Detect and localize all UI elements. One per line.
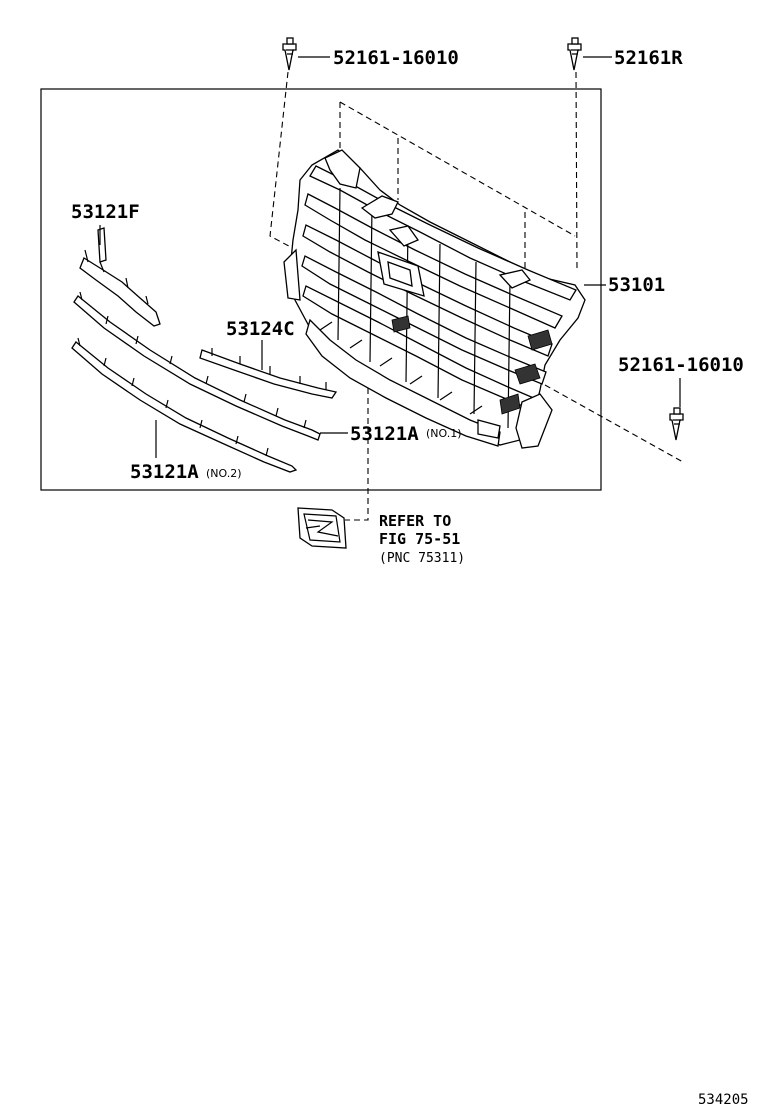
molding-53121a-no1: [73, 291, 321, 441]
label-molding-no1: 53121A: [350, 423, 419, 445]
label-clip-right: 52161-16010: [618, 354, 744, 376]
label-molding-no1-note: (NO.1): [426, 427, 462, 440]
label-molding-no2: 53121A: [130, 461, 199, 483]
molding-53121a-no2: [71, 337, 298, 473]
label-clip-top-left: 52161-16010: [333, 47, 459, 69]
radiator-grille-53101: [283, 149, 586, 449]
molding-53121f: [79, 227, 161, 327]
reference-line-3: (PNC 75311): [379, 551, 465, 566]
label-molding-center: 53124C: [226, 318, 295, 340]
clip-right-icon: [669, 407, 684, 441]
emblem-icon: [297, 507, 347, 549]
assembly-frame: [40, 88, 602, 491]
diagram-number: 534205: [698, 1092, 749, 1108]
clip-top-left-icon: [282, 37, 297, 71]
label-molding-top: 53121F: [71, 201, 140, 223]
label-clip-top-right: 52161R: [614, 47, 683, 69]
reference-line-2: FIG 75-51: [379, 530, 460, 548]
label-grille: 53101: [608, 274, 665, 296]
molding-53124c: [199, 348, 338, 399]
reference-line-1: REFER TO: [379, 512, 451, 530]
label-molding-no2-note: (NO.2): [206, 467, 242, 480]
clip-top-right-icon: [567, 37, 582, 71]
